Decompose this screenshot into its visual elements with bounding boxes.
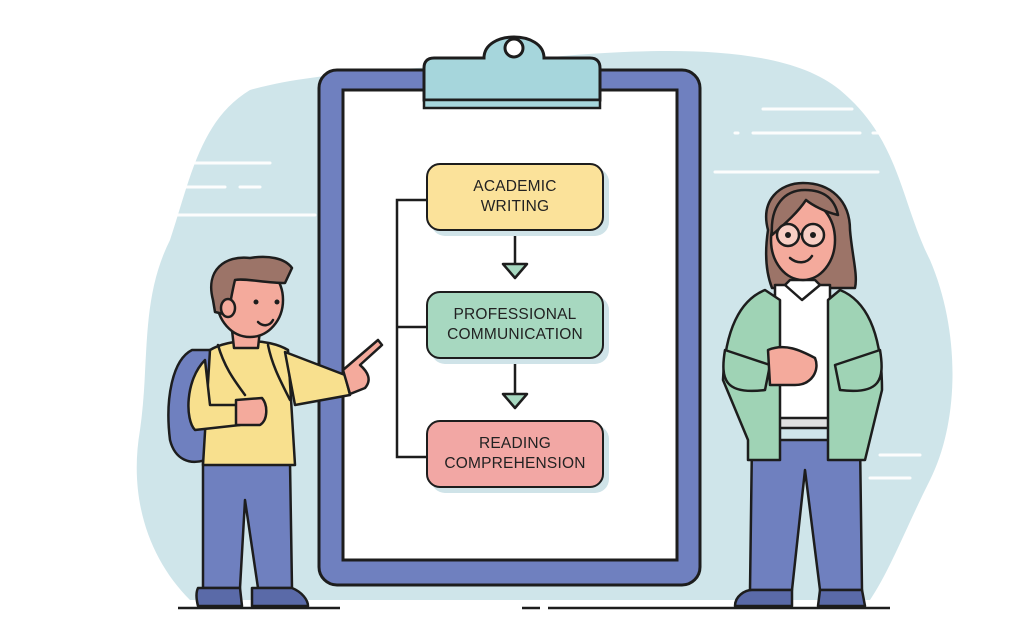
flow-arrow-2-icon — [501, 360, 529, 410]
step-professional-communication: PROFESSIONAL COMMUNICATION — [426, 291, 604, 359]
step-label-line1: READING — [478, 435, 552, 452]
decorative-lines — [153, 107, 922, 480]
step-label-line1: PROFESSIONAL — [453, 306, 577, 323]
flow-arrow-1-icon — [501, 233, 529, 280]
step-label-line2: COMMUNICATION — [447, 326, 583, 343]
student-character — [167, 255, 384, 608]
flowchart-bracket — [395, 198, 426, 459]
step-reading-comprehension: READING COMPREHENSION — [426, 420, 604, 488]
clipboard-clip-icon — [422, 35, 602, 110]
step-label-line2: WRITING — [480, 198, 550, 215]
step-label-line2: COMPREHENSION — [444, 455, 586, 472]
step-academic-writing: ACADEMIC WRITING — [426, 163, 604, 231]
teacher-character — [721, 181, 884, 608]
step-label-line1: ACADEMIC — [473, 178, 557, 195]
